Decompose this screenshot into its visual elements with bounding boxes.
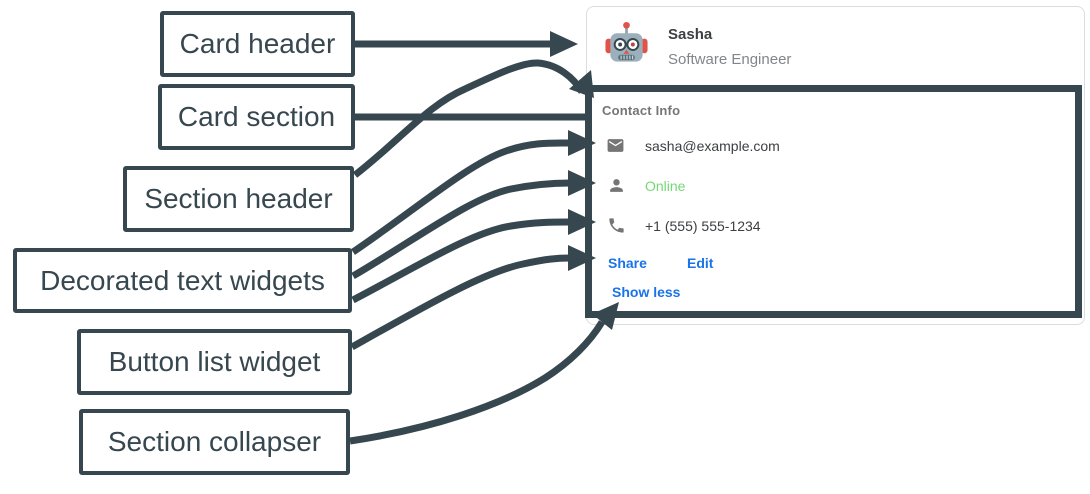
arrow-decorated-text-3 [351,209,596,304]
label-decorated-text-widgets: Decorated text widgets [13,248,352,313]
person-icon [610,179,623,192]
share-button[interactable]: Share [608,255,647,271]
decorated-text-email: sasha@example.com [645,138,780,154]
label-section-collapser-text: Section collapser [107,426,322,457]
mail-icon [607,139,624,152]
label-section-collapser: Section collapser [79,409,350,475]
label-section-header: Section header [123,166,354,232]
section-header-title: Contact Info [602,103,681,118]
phone-icon [609,218,624,233]
decorated-text-phone: +1 (555) 555-1234 [645,218,761,234]
decorated-text-status: Online [645,178,686,194]
section-collapser-button[interactable]: Show less [612,284,681,300]
robot-avatar-icon [605,21,648,62]
label-section-header-text: Section header [144,183,333,214]
arrow-section-header [352,59,594,178]
contact-card [586,6,1085,325]
arrow-section-collapser [349,302,619,445]
card-header-subtitle: Software Engineer [668,51,792,68]
label-card-section: Card section [158,84,355,150]
label-card-section-text: Card section [177,101,336,132]
label-card-header-text: Card header [179,28,336,59]
card-section-outline [585,85,1082,318]
label-button-list-widget-text: Button list widget [108,346,321,377]
label-card-header: Card header [160,11,355,77]
label-button-list-widget: Button list widget [77,329,352,395]
edit-button[interactable]: Edit [687,255,714,271]
arrow-decorated-text-1 [351,130,596,255]
card-header-name: Sasha [668,26,713,43]
label-decorated-text-widgets-text: Decorated text widgets [40,264,325,296]
arrow-decorated-text-2 [351,170,596,280]
arrow-card-header [354,31,578,57]
arrow-button-list [350,245,596,351]
